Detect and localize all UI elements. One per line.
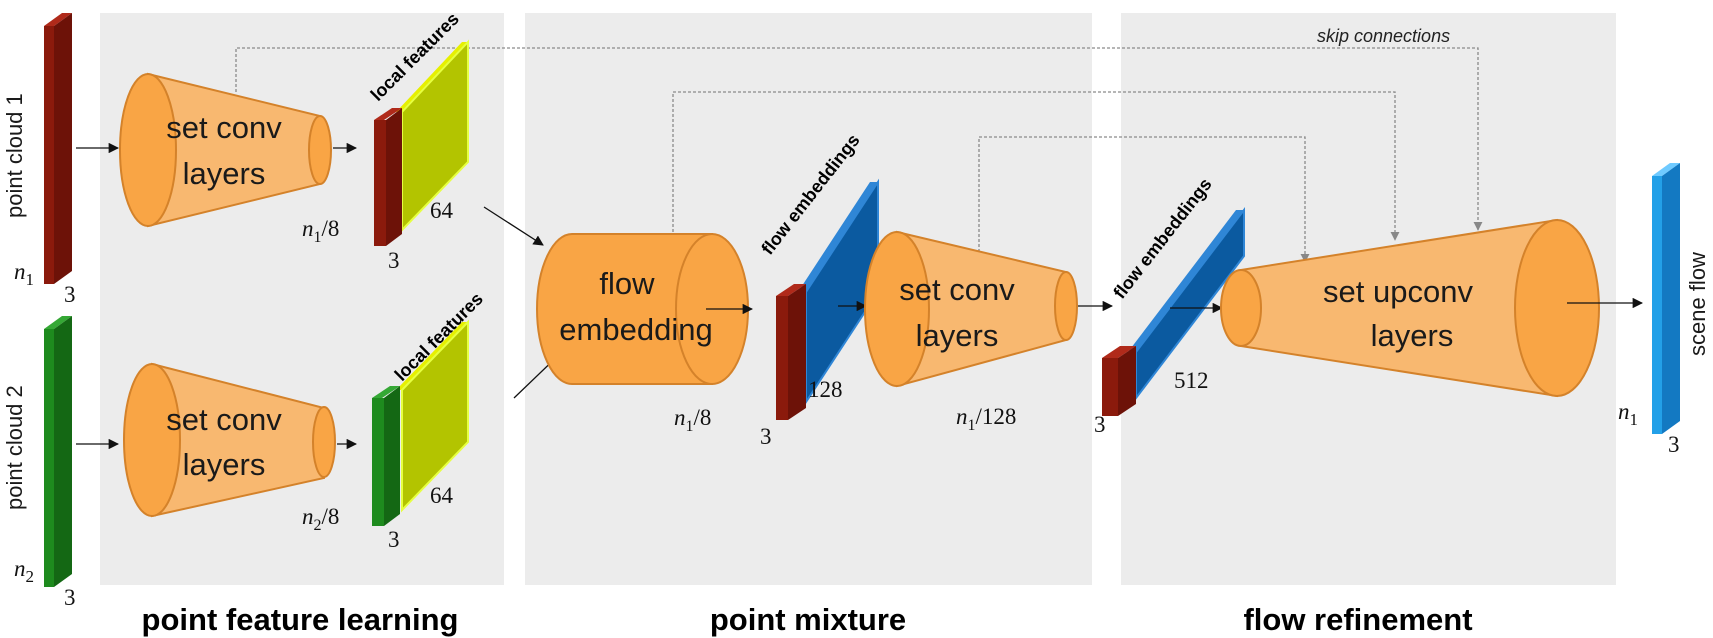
three-1: 3 xyxy=(388,248,400,273)
set-upconv-line2: layers xyxy=(1371,318,1454,353)
pc2-n-sub: 2 xyxy=(26,567,35,586)
set-upconv-line1: set upconv xyxy=(1323,274,1473,309)
flow-embedding-line2: embedding xyxy=(559,312,712,347)
set-conv-2-cone xyxy=(123,362,336,518)
dim-64-2: 64 xyxy=(430,483,454,508)
skip-connections xyxy=(235,47,1483,263)
skip-connection-3 xyxy=(978,136,1310,263)
set-conv-3-line2: layers xyxy=(916,318,999,353)
set-conv-2-line2: layers xyxy=(183,447,266,482)
dim-64-1: 64 xyxy=(430,198,454,223)
div-128-sub: 1 xyxy=(968,417,976,434)
dim-128: 128 xyxy=(808,377,843,402)
set-conv-2-line1: set conv xyxy=(166,402,282,437)
div-128-suffix: /128 xyxy=(976,404,1017,429)
div-8-1-suffix: /8 xyxy=(322,216,340,241)
pc1-three: 3 xyxy=(64,282,76,307)
set-conv-1-line2: layers xyxy=(183,156,266,191)
three-4: 3 xyxy=(1094,412,1106,437)
div-8-1-sub: 1 xyxy=(314,229,322,246)
local-features-block-1 xyxy=(374,39,469,246)
section-title-point-feature-learning: point feature learning xyxy=(142,602,459,637)
arrow-features1-to-flow xyxy=(483,206,544,246)
div-8-3-suffix: /8 xyxy=(694,405,712,430)
flow-embeddings-block-2 xyxy=(1102,207,1245,416)
flow-embedding-cylinder xyxy=(536,233,749,385)
div-8-3-sub: 1 xyxy=(686,418,694,435)
scene-flow-bar xyxy=(1652,163,1680,434)
flow-embedding-line1: flow xyxy=(599,266,655,301)
point-cloud-2-bar xyxy=(44,316,72,587)
three-3: 3 xyxy=(760,424,772,449)
output-three: 3 xyxy=(1668,432,1680,457)
three-2: 3 xyxy=(388,527,400,552)
div-8-2-suffix: /8 xyxy=(322,504,340,529)
pc2-n: n2 xyxy=(14,556,34,586)
pc2-three: 3 xyxy=(64,585,76,610)
skip-connection-1 xyxy=(235,47,1483,231)
set-conv-1-line1: set conv xyxy=(166,110,282,145)
pc1-n-sub: 1 xyxy=(26,270,35,289)
skip-connections-label: skip connections xyxy=(1317,26,1450,46)
scene-flow-label: scene flow xyxy=(1685,252,1710,356)
output-n-sub: 1 xyxy=(1630,410,1639,429)
set-conv-1-cone xyxy=(119,72,332,228)
section-title-point-mixture: point mixture xyxy=(710,602,906,637)
set-conv-3-line1: set conv xyxy=(899,272,1015,307)
local-features-block-2 xyxy=(372,319,469,526)
div-8-2-sub: 2 xyxy=(314,517,322,534)
point-cloud-1-label: point cloud 1 xyxy=(2,93,27,218)
output-n: n1 xyxy=(1618,399,1638,429)
point-cloud-2-label: point cloud 2 xyxy=(2,385,27,510)
set-upconv-cone xyxy=(1220,218,1600,398)
section-title-flow-refinement: flow refinement xyxy=(1243,602,1472,637)
point-cloud-1-bar xyxy=(44,13,72,284)
skip-connection-2 xyxy=(672,91,1400,241)
pc1-n: n1 xyxy=(14,259,34,289)
set-conv-3-cone xyxy=(864,230,1078,388)
dim-512: 512 xyxy=(1174,368,1209,393)
